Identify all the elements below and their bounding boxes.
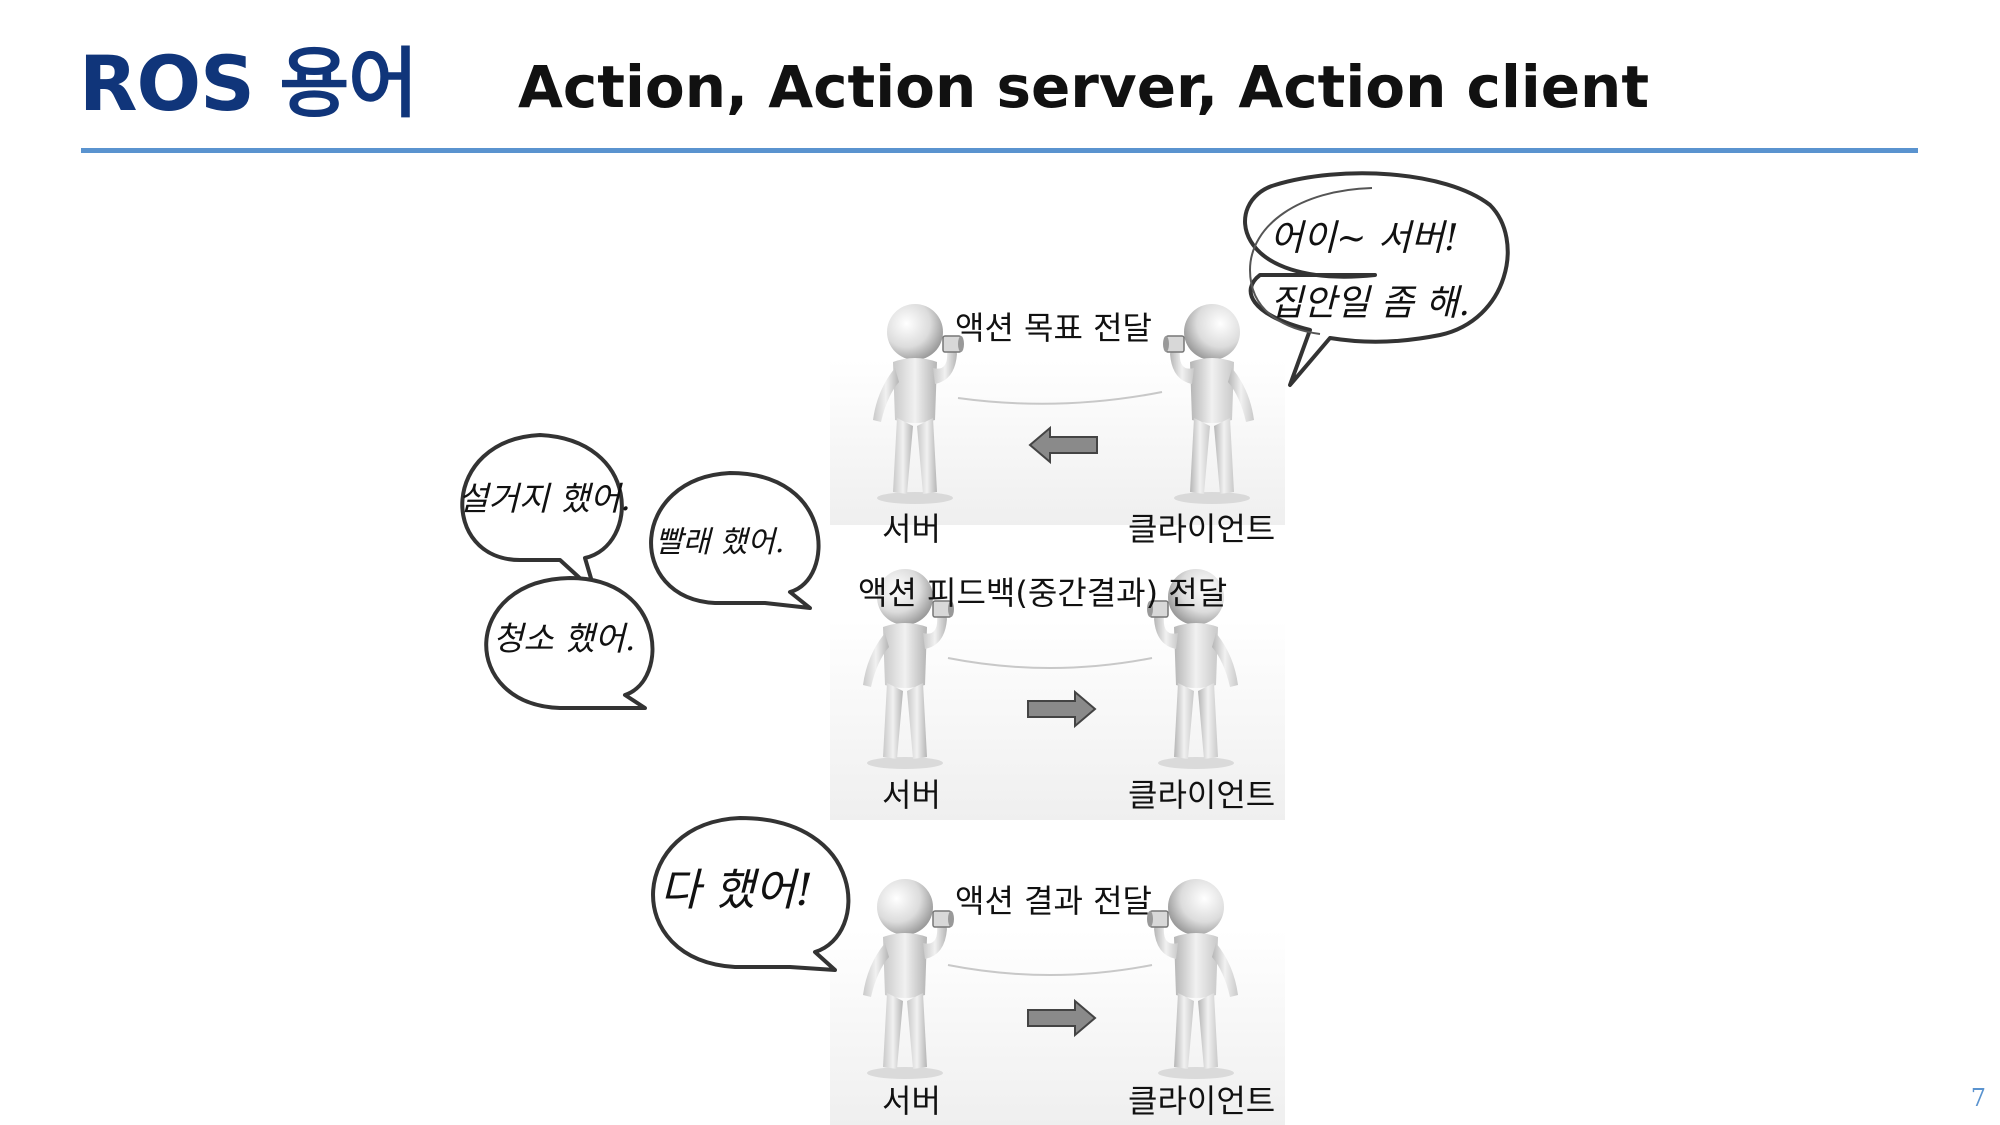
panel-3-client-label: 클라이언트 [1128,1082,1276,1120]
arrow-right-icon [1027,998,1097,1038]
speech-bubble-feedback-1: 설거지 했어. [458,433,631,594]
panel-2-server-label: 서버 [882,776,941,814]
phone-string [957,391,1163,405]
panel-2-client-label: 클라이언트 [1128,776,1276,814]
panel-3 [862,878,1239,1080]
arrow-left-icon [1028,425,1098,465]
page-title: ROS 용어 [79,39,418,128]
panel-1-server-label: 서버 [882,510,941,548]
panel-2 [862,568,1239,770]
panel-3-caption: 액션 결과 전달 [955,882,1152,920]
phone-string [947,964,1153,976]
speech-bubble-feedback-3: 청소 했어. [484,576,655,710]
panel-1-client-label: 클라이언트 [1128,510,1276,548]
bubble-result-text: 다 했어! [660,865,813,916]
bubble-request-line-1: 어이~ 서버! [1270,218,1459,259]
page-number: 7 [1970,1084,1986,1112]
speech-bubble-result: 다 했어! [651,816,851,972]
page-subtitle: Action, Action server, Action client [518,53,1650,121]
arrow-right-icon [1027,689,1097,729]
panel-1 [872,303,1255,505]
panel-1-caption: 액션 목표 전달 [955,309,1152,347]
panel-2-caption: 액션 피드백(중간결과) 전달 [858,574,1228,612]
panel-3-server-label: 서버 [882,1082,941,1120]
speech-bubble-request: 어이~ 서버! 집안일 좀 해. [1243,171,1510,387]
phone-string [947,657,1153,669]
bubble-feedback-1-text: 설거지 했어. [458,479,631,518]
bubble-request-line-2: 집안일 좀 해. [1270,283,1470,324]
speech-bubble-feedback-2: 빨래 했어. [649,471,821,610]
bubble-feedback-3-text: 청소 했어. [493,619,635,658]
title-divider [81,148,1918,153]
bubble-feedback-2-text: 빨래 했어. [655,525,784,560]
